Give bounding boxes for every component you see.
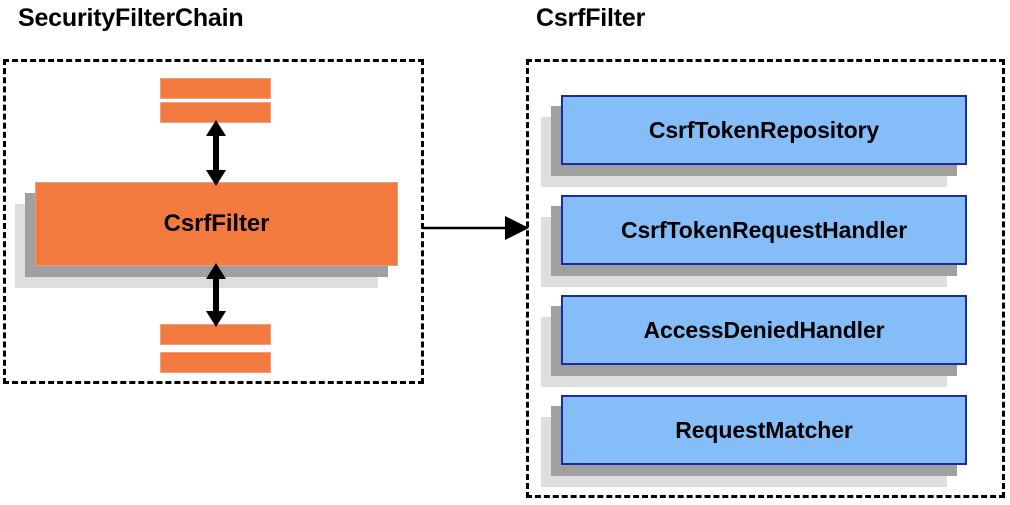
node-label-access-denied-handler: AccessDeniedHandler — [643, 316, 885, 343]
filter-bar-top-1[interactable] — [160, 78, 271, 99]
node-csrf-token-request-handler[interactable]: CsrfTokenRequestHandler — [541, 195, 967, 287]
panel-title-security-filter-chain: SecurityFilterChain — [18, 4, 244, 32]
node-access-denied-handler[interactable]: AccessDeniedHandler — [541, 295, 967, 387]
node-label-csrf-token-repository: CsrfTokenRepository — [648, 116, 880, 143]
node-face: CsrfTokenRepository — [561, 95, 967, 165]
node-csrf-token-repository[interactable]: CsrfTokenRepository — [541, 95, 967, 187]
node-label-csrf-token-request-handler: CsrfTokenRequestHandler — [620, 216, 908, 243]
connector-chain-up — [206, 120, 226, 186]
node-label-request-matcher: RequestMatcher — [675, 416, 853, 443]
connector-chain-down — [206, 263, 226, 327]
node-face: AccessDeniedHandler — [561, 295, 967, 365]
node-label-csrf-filter: CsrfFilter — [163, 210, 270, 237]
panel-csrf-filter-detail — [526, 59, 1005, 498]
filter-bar-bottom-2[interactable] — [160, 352, 271, 373]
filter-bar-bottom-1[interactable] — [160, 324, 271, 345]
connector-expand-link — [423, 216, 529, 240]
panel-title-csrf-filter: CsrfFilter — [536, 4, 646, 32]
node-csrf-filter[interactable]: CsrfFilter — [15, 182, 398, 288]
node-face: CsrfTokenRequestHandler — [561, 195, 967, 265]
node-face: RequestMatcher — [561, 395, 967, 465]
node-request-matcher[interactable]: RequestMatcher — [541, 395, 967, 487]
panel-security-filter-chain — [3, 59, 424, 384]
node-face: CsrfFilter — [35, 182, 398, 266]
